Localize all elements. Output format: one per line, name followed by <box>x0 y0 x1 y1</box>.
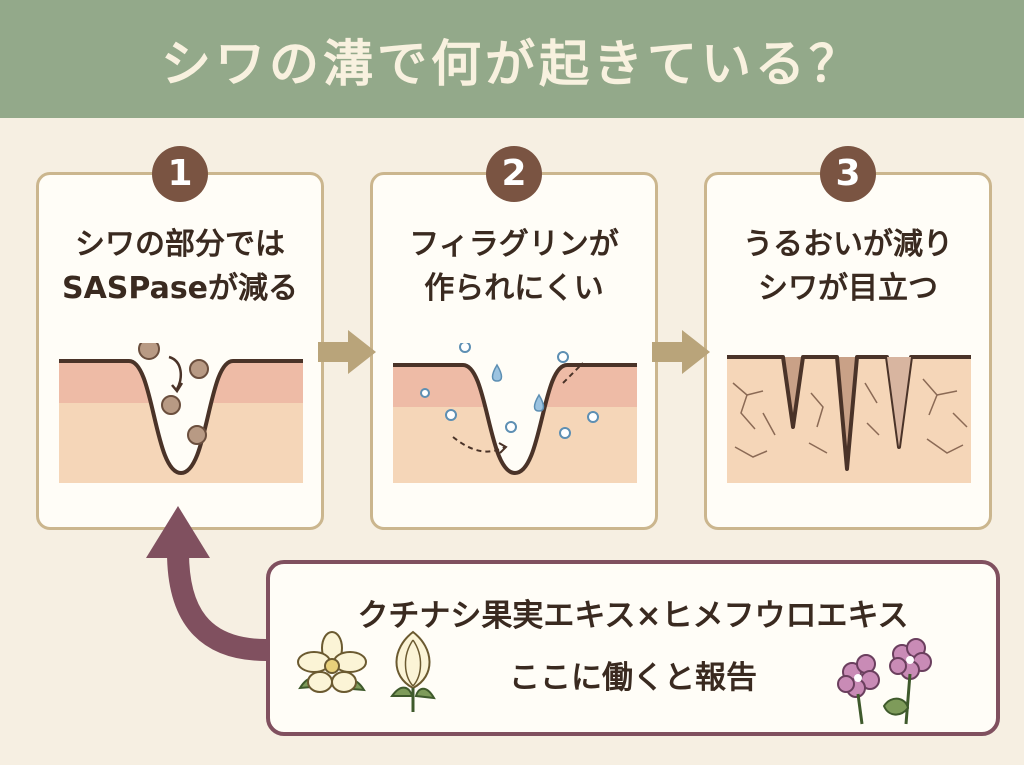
water-drop-icon <box>491 363 503 382</box>
step-3-badge: 3 <box>820 146 876 202</box>
saspase-particle <box>138 343 160 360</box>
right-arrow-icon <box>652 330 710 374</box>
geranium-flowers-icon <box>837 638 932 725</box>
curved-up-arrow-icon <box>146 506 267 661</box>
water-drop-icon <box>533 393 545 412</box>
saspase-particle <box>189 359 209 379</box>
skin-cracks <box>732 378 968 458</box>
step-card-2: フィラグリンが 作られにくい <box>370 172 658 530</box>
step-3-line2: シワが目立つ <box>758 271 938 306</box>
step-1-badge: 1 <box>152 146 208 202</box>
step-1-line2: SASPaseが減る <box>61 271 299 306</box>
page-title: シワの溝で何が起きている？ <box>161 34 863 93</box>
saspase-particle <box>187 425 207 445</box>
saspase-particle <box>161 395 181 415</box>
step-card-1: シワの部分では SASPaseが減る <box>36 172 324 530</box>
step-3-line1: うるおいが減り <box>743 227 953 262</box>
step-1-line1: シワの部分では <box>75 227 285 262</box>
wrinkle-groove-illustration <box>59 343 303 483</box>
gardenia-bud-icon <box>390 630 436 712</box>
gardenia-flower-icon <box>297 631 367 693</box>
right-arrow-icon <box>318 330 376 374</box>
dry-skin-illustration <box>727 355 971 483</box>
water-bubbles <box>420 343 599 439</box>
result-line2: ここに働くと報告 <box>509 660 757 696</box>
curved-arrow-icon <box>168 355 183 390</box>
step-card-3: うるおいが減り シワが目立つ <box>704 172 992 530</box>
filaggrin-groove-illustration <box>393 343 637 483</box>
step-1-title: シワの部分では SASPaseが減る <box>39 223 321 311</box>
result-line1: クチナシ果実エキス×ヒメフウロエキス <box>357 598 909 634</box>
step-2-badge: 2 <box>486 146 542 202</box>
step-2-title: フィラグリンが 作られにくい <box>373 223 655 311</box>
step-2-line1: フィラグリンが <box>409 227 619 262</box>
result-box: クチナシ果実エキス×ヒメフウロエキス ここに働くと報告 <box>266 560 1000 736</box>
step-3-title: うるおいが減り シワが目立つ <box>707 223 989 311</box>
step-2-line2: 作られにくい <box>424 271 604 306</box>
header-banner <box>0 0 1024 118</box>
